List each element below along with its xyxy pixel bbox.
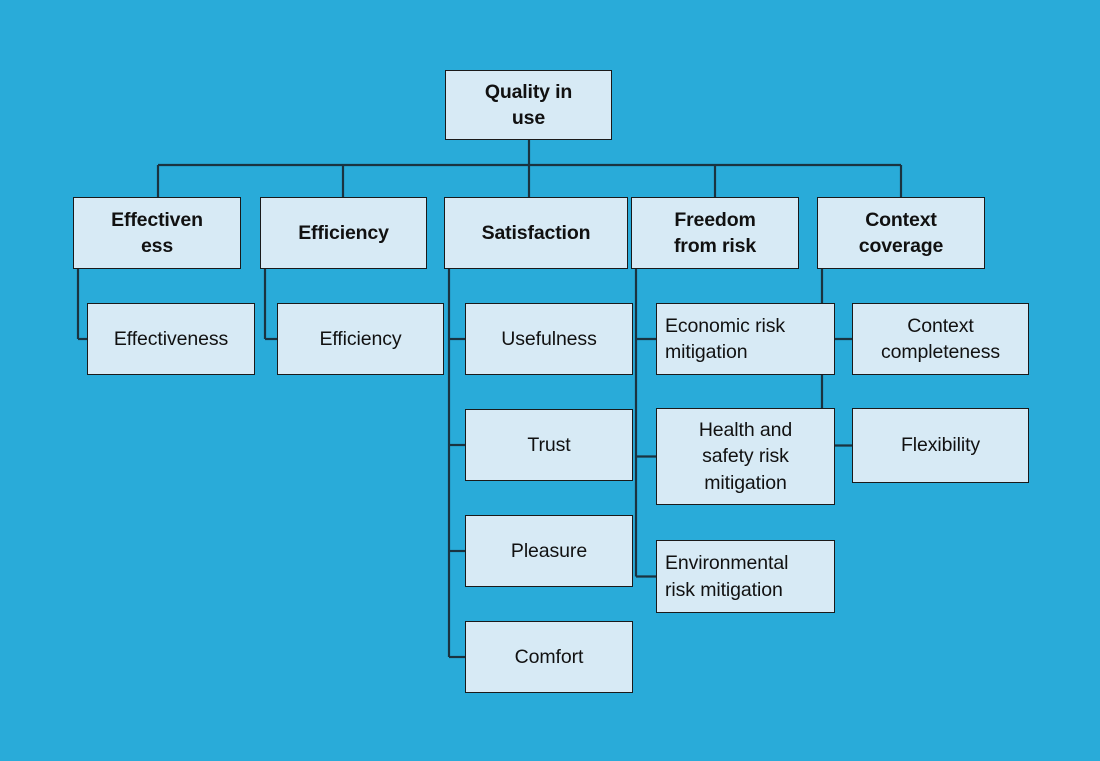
node-context-coverage[interactable]: Context coverage	[817, 197, 985, 269]
node-label-efficiency: Efficiency	[298, 221, 389, 244]
node-pleasure[interactable]: Pleasure	[465, 515, 633, 587]
node-environmental-risk-mitigation[interactable]: Environmental risk mitigation	[656, 540, 835, 613]
node-label-context-completeness: Context completeness	[880, 314, 1001, 363]
node-satisfaction[interactable]: Satisfaction	[444, 197, 628, 269]
node-context-completeness[interactable]: Context completeness	[852, 303, 1029, 375]
node-economic-risk-mitigation[interactable]: Economic risk mitigation	[656, 303, 835, 375]
node-flexibility[interactable]: Flexibility	[852, 408, 1029, 483]
node-usefulness[interactable]: Usefulness	[465, 303, 633, 375]
node-label-sub-effectiveness: Effectiveness	[113, 327, 229, 350]
node-label-usefulness: Usefulness	[501, 327, 597, 350]
node-label-health-and-safety-risk-mitigation: Health and safety risk mitigation	[698, 419, 793, 494]
node-comfort[interactable]: Comfort	[465, 621, 633, 693]
node-label-economic-risk-mitigation: Economic risk mitigation	[665, 314, 786, 363]
node-label-satisfaction: Satisfaction	[481, 221, 591, 244]
node-label-sub-efficiency: Efficiency	[319, 327, 402, 350]
node-label-quality-in-use: Quality in use	[484, 80, 573, 129]
node-label-effectiveness: Effectiven ess	[111, 208, 203, 257]
node-efficiency[interactable]: Efficiency	[260, 197, 427, 269]
node-freedom-from-risk[interactable]: Freedom from risk	[631, 197, 799, 269]
node-label-context-coverage: Context coverage	[858, 208, 944, 257]
node-sub-effectiveness[interactable]: Effectiveness	[87, 303, 255, 375]
node-label-environmental-risk-mitigation: Environmental risk mitigation	[665, 552, 789, 601]
node-label-comfort: Comfort	[514, 645, 584, 668]
node-quality-in-use[interactable]: Quality in use	[445, 70, 612, 140]
node-trust[interactable]: Trust	[465, 409, 633, 481]
node-label-pleasure: Pleasure	[510, 539, 588, 562]
node-label-trust: Trust	[527, 433, 571, 456]
node-health-and-safety-risk-mitigation[interactable]: Health and safety risk mitigation	[656, 408, 835, 505]
node-effectiveness[interactable]: Effectiven ess	[73, 197, 241, 269]
node-sub-efficiency[interactable]: Efficiency	[277, 303, 444, 375]
node-label-freedom-from-risk: Freedom from risk	[673, 208, 757, 257]
node-label-flexibility: Flexibility	[900, 434, 981, 457]
